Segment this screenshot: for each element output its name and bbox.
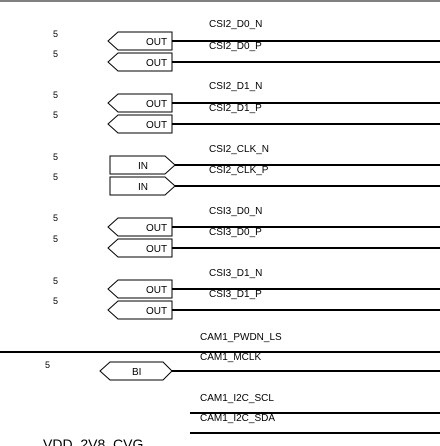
port-label: OUT xyxy=(146,285,167,296)
port-label: IN xyxy=(138,161,148,172)
input-port xyxy=(109,176,176,196)
port-label: BI xyxy=(132,367,141,378)
net-label: CSI2_D1_P xyxy=(209,103,262,114)
sheet-ref: 5 xyxy=(53,49,58,59)
net-label: CSI2_CLK_P xyxy=(209,165,269,176)
net-label: CSI2_D0_P xyxy=(209,41,262,52)
output-port xyxy=(107,238,173,258)
port-label: OUT xyxy=(146,244,167,255)
net-label: CAM1_MCLK xyxy=(200,352,261,363)
sheet-ref: 5 xyxy=(53,296,58,306)
sheet-ref: 5 xyxy=(53,29,58,39)
output-port xyxy=(107,279,173,299)
sheet-ref: 5 xyxy=(53,172,58,182)
port-label: OUT xyxy=(146,120,167,131)
output-port xyxy=(107,52,173,72)
port-label: OUT xyxy=(146,58,167,69)
net-label: CSI2_D1_N xyxy=(209,81,262,92)
net-label: CSI3_D1_N xyxy=(209,268,262,279)
output-port xyxy=(107,300,173,320)
output-port xyxy=(107,114,173,134)
port-label: OUT xyxy=(146,223,167,234)
port-label: OUT xyxy=(146,99,167,110)
sheet-ref: 5 xyxy=(53,276,58,286)
power-net-label: VDD_2V8_CVG xyxy=(43,436,143,446)
output-port xyxy=(107,31,173,51)
net-label: CSI3_D0_N xyxy=(209,206,262,217)
sheet-ref: 5 xyxy=(53,152,58,162)
sheet-ref: 5 xyxy=(53,213,58,223)
net-label: CAM1_I2C_SCL xyxy=(200,393,274,404)
port-label: OUT xyxy=(146,37,167,48)
sheet-ref: 5 xyxy=(53,90,58,100)
sheet-ref: 5 xyxy=(45,360,50,370)
port-label: OUT xyxy=(146,306,167,317)
input-port xyxy=(109,155,176,175)
net-label: CSI3_D1_P xyxy=(209,289,262,300)
net-label: CSI2_D0_N xyxy=(209,19,262,30)
net-label: CAM1_PWDN_LS xyxy=(200,332,282,343)
port-label: IN xyxy=(138,182,148,193)
output-port xyxy=(107,93,173,113)
net-label: CAM1_I2C_SDA xyxy=(200,413,275,424)
output-port xyxy=(107,217,173,237)
sheet-ref: 5 xyxy=(53,234,58,244)
net-label: CSI3_D0_P xyxy=(209,227,262,238)
sheet-ref: 5 xyxy=(53,110,58,120)
bidirectional-port xyxy=(99,361,173,381)
net-label: CSI2_CLK_N xyxy=(209,144,269,155)
